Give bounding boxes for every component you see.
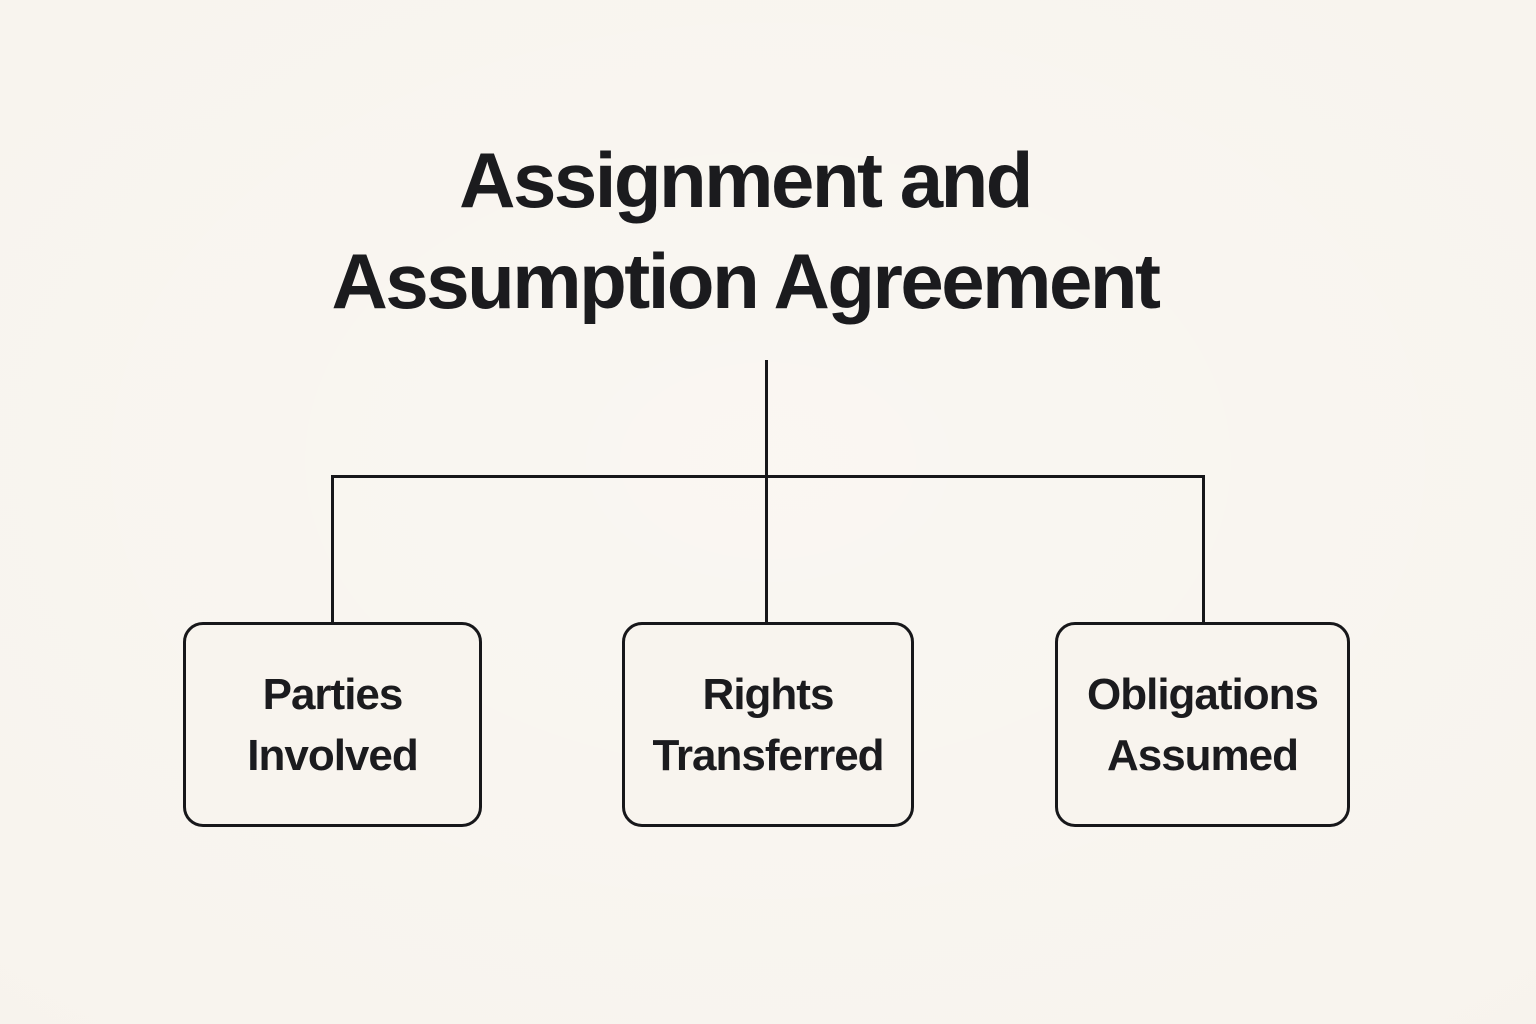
connector-drop-left xyxy=(331,475,334,625)
node-parties-involved-label: Parties Involved xyxy=(247,669,418,780)
connector-drop-right xyxy=(1202,475,1205,625)
node-obligations-assumed-label: Obligations Assumed xyxy=(1087,669,1319,780)
node-parties-involved: Parties Involved xyxy=(183,622,482,827)
connector-horizontal xyxy=(331,475,1205,478)
node-rights-transferred: Rights Transferred xyxy=(622,622,914,827)
diagram-title: Assignment and Assumption Agreement xyxy=(331,136,1161,325)
connector-drop-center xyxy=(765,475,768,625)
connector-stem xyxy=(765,360,768,478)
node-obligations-assumed: Obligations Assumed xyxy=(1055,622,1350,827)
node-rights-transferred-label: Rights Transferred xyxy=(652,669,884,780)
